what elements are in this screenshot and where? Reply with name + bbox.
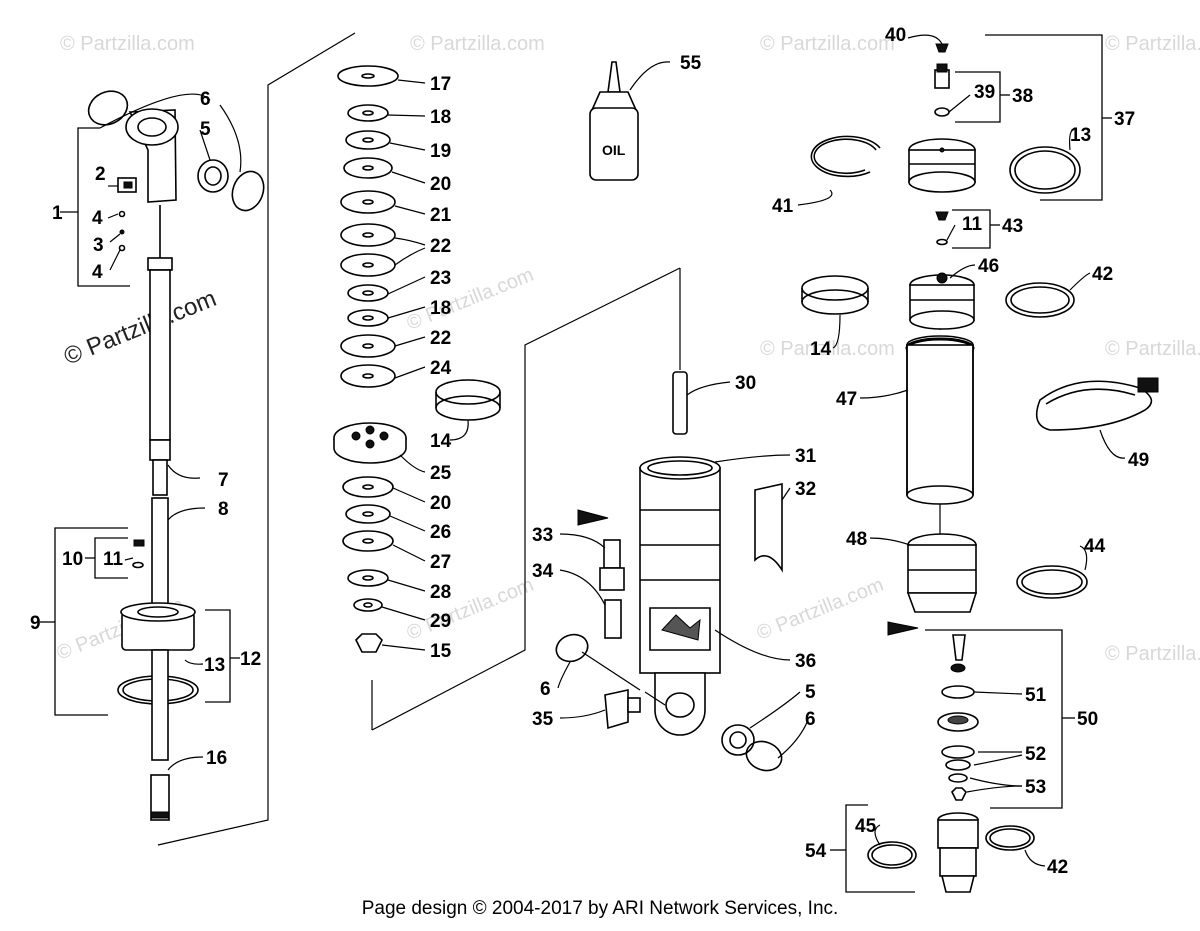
callout: 22 xyxy=(430,236,451,257)
callout: 15 xyxy=(430,641,452,662)
callout: 4 xyxy=(92,262,103,283)
callout: 42 xyxy=(1092,264,1113,285)
callout: 43 xyxy=(1002,216,1023,237)
watermark: © Partzilla.com xyxy=(404,574,537,645)
page-design-footer: Page design © 2004-2017 by ARI Network S… xyxy=(361,898,839,919)
callout: 37 xyxy=(1114,109,1135,130)
callout: 42 xyxy=(1047,857,1068,878)
callout: 5 xyxy=(200,119,211,140)
leader-lines xyxy=(99,34,1126,867)
callout: 47 xyxy=(836,389,857,410)
oil-bottle: OIL xyxy=(589,61,639,181)
callout: 11 xyxy=(103,549,124,570)
callout: 21 xyxy=(430,205,452,226)
callout: 10 xyxy=(62,549,83,570)
watermark: © Partzilla.com xyxy=(410,33,545,55)
callout: 9 xyxy=(30,613,41,634)
callout: 18 xyxy=(430,298,451,319)
callout: 12 xyxy=(240,649,261,670)
callout: 49 xyxy=(1128,450,1149,471)
callout: 14 xyxy=(810,339,832,360)
callout: 30 xyxy=(735,373,756,394)
callout: 44 xyxy=(1084,536,1106,557)
callout: 36 xyxy=(795,651,816,672)
callout: 20 xyxy=(430,174,451,195)
watermark: © Partzilla.com xyxy=(1105,643,1200,665)
callout: 54 xyxy=(805,841,827,862)
callout: 16 xyxy=(206,748,227,769)
callout: 5 xyxy=(805,682,816,703)
oil-label: OIL xyxy=(602,142,626,158)
callout: 28 xyxy=(430,582,451,603)
callout: 50 xyxy=(1077,709,1098,730)
reservoir-assembly xyxy=(801,43,1159,893)
callout: 4 xyxy=(92,208,103,229)
callout: 26 xyxy=(430,522,451,543)
shock-body xyxy=(555,371,783,772)
callout: 25 xyxy=(430,463,452,484)
grouping-brackets xyxy=(40,34,1112,893)
callout: 48 xyxy=(846,529,867,550)
callout: 14 xyxy=(430,431,452,452)
callout: 31 xyxy=(795,446,817,467)
callout: 55 xyxy=(680,53,702,74)
watermark: © Partzilla.com xyxy=(754,574,887,645)
callout-numbers: 1 2 3 4 4 5 6 7 8 9 10 11 12 13 16 17 18… xyxy=(30,25,1149,878)
callout: 2 xyxy=(95,164,106,185)
callout: 6 xyxy=(805,709,816,730)
callout: 46 xyxy=(978,256,999,277)
callout: 6 xyxy=(540,679,551,700)
callout: 52 xyxy=(1025,744,1046,765)
callout: 33 xyxy=(532,525,553,546)
callout: 24 xyxy=(430,358,452,379)
callout: 23 xyxy=(430,268,451,289)
callout: 11 xyxy=(962,214,983,235)
callout: 27 xyxy=(430,552,451,573)
callout: 39 xyxy=(974,82,995,103)
callout: 45 xyxy=(855,816,877,837)
callout: 20 xyxy=(430,493,451,514)
callout: 13 xyxy=(204,655,225,676)
watermark: © Partzilla.com xyxy=(60,33,195,55)
callout: 7 xyxy=(218,470,229,491)
watermark: © Partzilla.com xyxy=(1105,33,1200,55)
callout: 17 xyxy=(430,74,451,95)
watermark: © Partzilla.com xyxy=(404,264,537,335)
callout: 32 xyxy=(795,479,816,500)
callout: 41 xyxy=(772,196,794,217)
callout: 22 xyxy=(430,328,451,349)
callout: 38 xyxy=(1012,86,1033,107)
watermark-prominent: © Partzilla.com xyxy=(60,285,220,371)
callout: 3 xyxy=(93,235,104,256)
callout: 1 xyxy=(52,203,63,224)
callout: 6 xyxy=(200,89,211,110)
callout: 53 xyxy=(1025,777,1046,798)
shim-stack xyxy=(333,65,501,653)
callout: 40 xyxy=(885,25,906,46)
callout: 19 xyxy=(430,141,451,162)
watermark: © Partzilla.com xyxy=(760,338,895,360)
callout: 51 xyxy=(1025,685,1047,706)
watermark: © Partzilla.com xyxy=(1105,338,1200,360)
callout: 13 xyxy=(1070,125,1091,146)
watermark: © Partzilla.com xyxy=(760,33,895,55)
callout: 35 xyxy=(532,709,554,730)
callout: 18 xyxy=(430,107,451,128)
callout: 34 xyxy=(532,561,554,582)
callout: 29 xyxy=(430,611,451,632)
eyelet-shaft-assembly xyxy=(87,90,265,821)
callout: 8 xyxy=(218,499,229,520)
